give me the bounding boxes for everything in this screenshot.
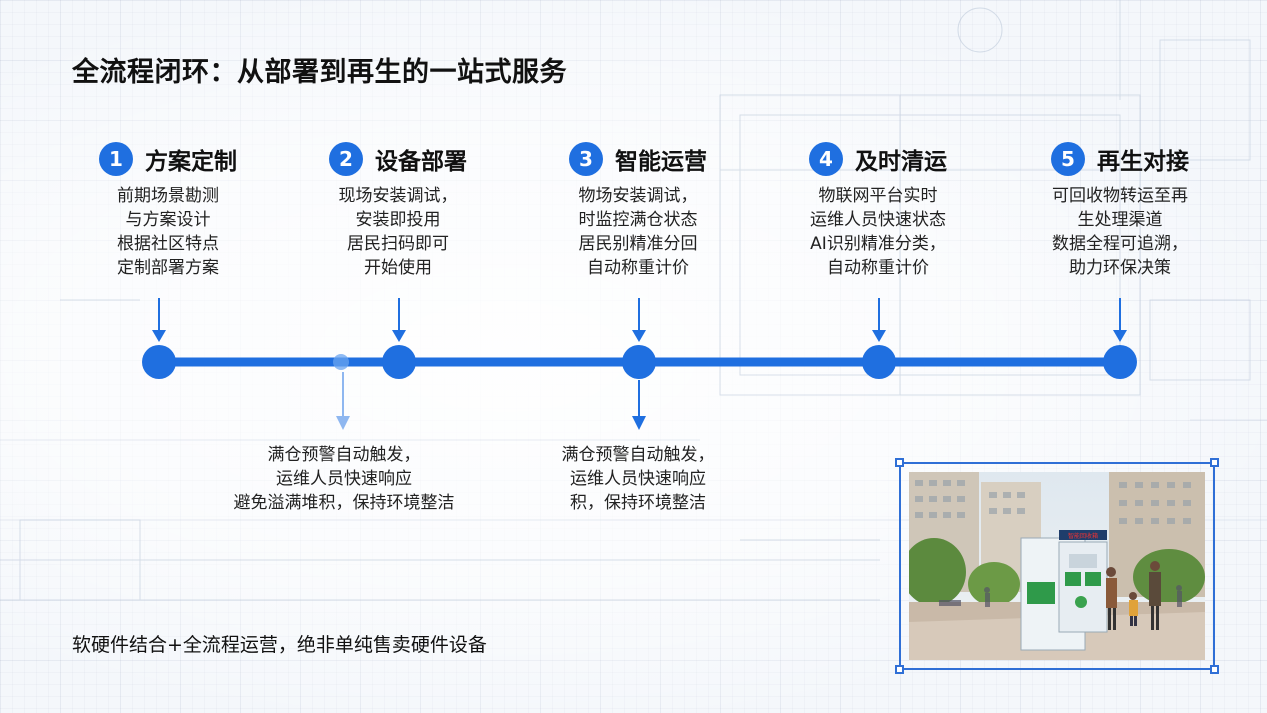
timeline-node — [1103, 345, 1137, 379]
step-description: 可回收物转运至再 生处理渠道 数据全程可追溯， 助力环保决策 — [1052, 184, 1188, 280]
step-number-badge: 3 — [569, 142, 603, 176]
note-line: 运维人员快速响应 — [570, 469, 706, 489]
timeline-node — [622, 345, 656, 379]
arrow-down-icon — [152, 298, 166, 342]
step-3: 3 智能运营 物场安装调试， 时监控满仓状态 居民别精准分回 自动称重计价 — [528, 142, 748, 280]
step-description: 前期场景勘测 与方案设计 根据社区特点 定制部署方案 — [117, 184, 219, 280]
step-header: 3 智能运营 — [569, 142, 707, 176]
step-description: 物联网平台实时 运维人员快速状态 AI识别精准分类， 自动称重计价 — [810, 184, 946, 280]
arrow-down-icon — [392, 298, 406, 342]
step-5: 5 再生对接 可回收物转运至再 生处理渠道 数据全程可追溯， 助力环保决策 — [1010, 142, 1230, 280]
timeline-node — [382, 345, 416, 379]
step-number-badge: 2 — [329, 142, 363, 176]
step-header: 2 设备部署 — [329, 142, 467, 176]
arrow-down-icon — [632, 298, 646, 342]
step-title: 智能运营 — [615, 149, 707, 175]
step-desc-line: AI识别精准分类， — [810, 234, 946, 254]
note-line: 积，保持环境整洁 — [570, 493, 706, 513]
alert-marker — [333, 354, 350, 430]
arrow-down-icon — [632, 380, 646, 430]
resize-handle-bottom-left[interactable] — [895, 665, 904, 674]
note-line: 满仓预警自动触发， — [561, 445, 715, 465]
timeline-node — [862, 345, 896, 379]
step-desc-line: 现场安装调试， — [338, 186, 458, 206]
recycling-kiosk-photo: 智能回收箱 — [909, 472, 1205, 660]
step-number-badge: 4 — [809, 142, 843, 176]
step-desc-line: 运维人员快速状态 — [810, 210, 946, 230]
step-1: 1 方案定制 前期场景勘测 与方案设计 根据社区特点 定制部署方案 — [58, 142, 278, 280]
step-desc-line: 助力环保决策 — [1069, 258, 1171, 278]
step-desc-line: 安装即投用 — [355, 210, 441, 230]
tagline: 软硬件结合+全流程运营，绝非单纯售卖硬件设备 — [72, 634, 487, 656]
step-desc-line: 居民扫码即可 — [347, 234, 449, 254]
resize-handle-top-left[interactable] — [895, 458, 904, 467]
step-desc-line: 自动称重计价 — [587, 258, 689, 278]
step-desc-line: 物联网平台实时 — [818, 186, 938, 206]
arrow-down-icon — [1113, 298, 1127, 342]
arrow-down-icon — [872, 298, 886, 342]
note-line: 避免溢满堆积，保持环境整洁 — [233, 493, 455, 513]
full-alert-note: 满仓预警自动触发， 运维人员快速响应 避免溢满堆积，保持环境整洁 — [199, 443, 489, 515]
note-line: 满仓预警自动触发， — [267, 445, 421, 465]
page-title: 全流程闭环：从部署到再生的一站式服务 — [72, 57, 567, 88]
resize-handle-top-right[interactable] — [1210, 458, 1219, 467]
step-title: 设备部署 — [375, 149, 467, 175]
step-desc-line: 前期场景勘测 — [117, 186, 219, 206]
step-desc-line: 居民别精准分回 — [578, 234, 698, 254]
step-header: 4 及时清运 — [809, 142, 947, 176]
step-4: 4 及时清运 物联网平台实时 运维人员快速状态 AI识别精准分类， 自动称重计价 — [768, 142, 988, 280]
step-desc-line: 与方案设计 — [125, 210, 211, 230]
step-title: 方案定制 — [145, 149, 237, 175]
full-alert-note: 满仓预警自动触发， 运维人员快速响应 积，保持环境整洁 — [538, 443, 738, 515]
photo-frame[interactable]: 智能回收箱 — [895, 458, 1219, 674]
step-desc-line: 自动称重计价 — [827, 258, 929, 278]
step-title: 及时清运 — [855, 149, 947, 175]
step-desc-line: 数据全程可追溯， — [1052, 234, 1188, 254]
step-2: 2 设备部署 现场安装调试， 安装即投用 居民扫码即可 开始使用 — [288, 142, 508, 280]
kiosk-sign: 智能回收箱 — [1068, 532, 1098, 540]
note-line: 运维人员快速响应 — [276, 469, 412, 489]
step-number-badge: 5 — [1051, 142, 1085, 176]
step-desc-line: 生处理渠道 — [1077, 210, 1163, 230]
step-desc-line: 可回收物转运至再 — [1052, 186, 1188, 206]
step-desc-line: 根据社区特点 — [117, 234, 219, 254]
step-header: 5 再生对接 — [1051, 142, 1189, 176]
step-desc-line: 开始使用 — [364, 258, 432, 278]
step-header: 1 方案定制 — [99, 142, 237, 176]
step-number-badge: 1 — [99, 142, 133, 176]
step-description: 物场安装调试， 时监控满仓状态 居民别精准分回 自动称重计价 — [579, 184, 698, 280]
step-description: 现场安装调试， 安装即投用 居民扫码即可 开始使用 — [339, 184, 458, 280]
step-desc-line: 时监控满仓状态 — [578, 210, 698, 230]
timeline-node — [142, 345, 176, 379]
step-desc-line: 定制部署方案 — [117, 258, 219, 278]
step-desc-line: 物场安装调试， — [578, 186, 698, 206]
step-title: 再生对接 — [1097, 149, 1189, 175]
resize-handle-bottom-right[interactable] — [1210, 665, 1219, 674]
